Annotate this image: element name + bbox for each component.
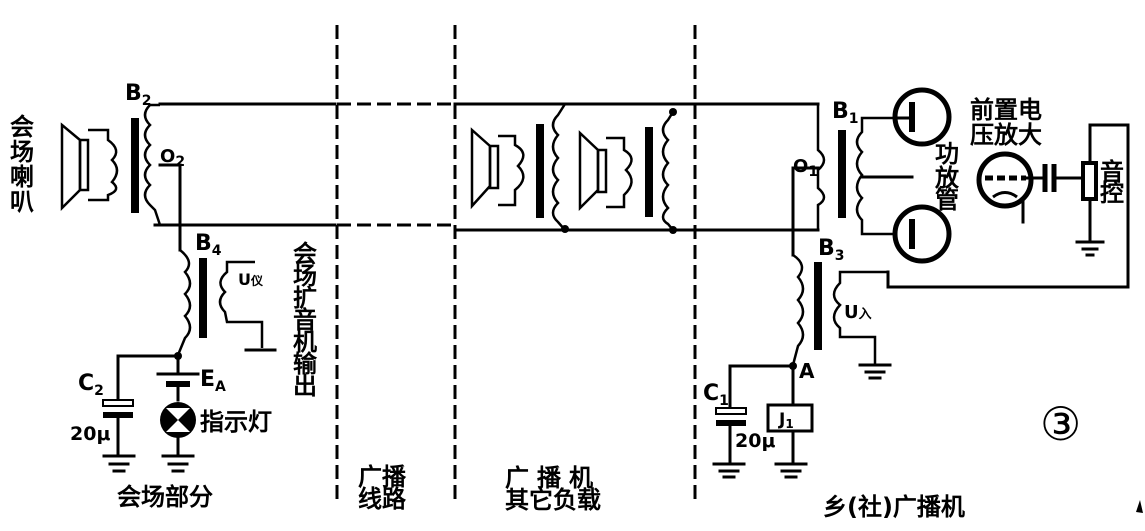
ground-icon [1075,240,1105,257]
b3-label: B3 [818,236,845,264]
svg-text:场: 场 [293,262,317,290]
u-out-label: U仪 [238,270,264,289]
node-a-label: A [799,359,815,383]
figure-number: ③ [1040,397,1081,451]
corner-mark [1136,500,1143,513]
svg-text:喇: 喇 [10,163,34,191]
preamp-label: 前置电 压放大 [970,96,1042,149]
ground-icon [712,462,746,479]
volume-control-label: 音 控 [1100,158,1124,207]
ea-label: EA [200,367,226,395]
section-line-label-2: 线路 [358,485,407,513]
b2-label: B2 [125,81,152,109]
section-station-label: 乡(社)广播机 [823,493,965,521]
ground-icon [774,462,808,479]
preamp-tube [976,151,1034,224]
indicator-lamp-icon [160,402,196,457]
c2-capacitor [102,399,134,457]
c2-label: C2 [78,371,104,399]
svg-text:音: 音 [293,306,317,334]
o2-label: O2 [160,146,185,170]
transmission-line-bottom [153,223,820,232]
c2-value: 20μ [70,423,110,445]
power-tube-1 [892,87,952,147]
volume-potentiometer [1081,123,1098,242]
svg-text:会: 会 [293,240,317,268]
b3-primary-coil [791,253,805,366]
power-tube-2 [892,204,952,264]
ground-icon [858,363,892,380]
b4-label: B4 [195,231,222,259]
b4-primary-coil [176,249,192,356]
svg-text:音: 音 [1100,158,1124,186]
u-in-label: U入 [844,302,872,323]
input-feed-wire [886,123,1130,289]
load-speaker-2 [578,111,675,231]
j1-relay: J1 [766,403,814,465]
b1-label: B1 [832,99,859,127]
svg-text:放: 放 [934,164,960,192]
venue-speaker-icon [60,122,119,212]
junction-dot [669,226,677,234]
coupling-capacitor [1024,164,1085,192]
svg-text:会: 会 [10,113,34,141]
svg-text:前置电: 前置电 [970,96,1042,124]
indicator-lamp-label: 指示灯 [200,408,272,436]
section-loads-label-2: 其它负载 [505,486,601,514]
c1-value: 20μ [735,430,775,452]
section-dividers [335,25,697,505]
svg-text:输: 输 [293,350,318,378]
o1-tap-wire [791,166,820,257]
svg-text:管: 管 [935,186,959,214]
o2-tap-wire [158,163,182,252]
b2-coil [143,103,162,226]
ea-battery [156,354,200,402]
ground-icon [102,454,136,473]
b4-secondary-coil [218,260,264,348]
c2-wire [116,354,180,402]
section-venue-label: 会场部分 [117,483,213,511]
load-speaker-1 [470,103,567,231]
venue-speaker-label: 会 场 喇 叭 [10,113,34,216]
c1-capacitor [715,407,747,465]
svg-text:出: 出 [293,372,317,400]
b1-primary-coil [816,104,826,230]
svg-text:扩: 扩 [293,284,317,312]
b1-secondary-coil [855,116,895,236]
c1-label: C1 [703,381,729,409]
power-tubes-label: 功 放 管 [934,140,960,214]
venue-amp-output-label: 会 场 扩 音 机 输 出 [293,240,318,400]
svg-text:压放大: 压放大 [970,121,1042,149]
svg-text:机: 机 [293,328,317,356]
junction-dot [561,225,569,233]
b3-secondary-coil [832,270,888,365]
svg-text:功: 功 [935,140,959,168]
ground-icon [161,454,195,473]
svg-text:控: 控 [1100,179,1124,207]
junction-dot [669,108,677,116]
svg-text:叭: 叭 [10,188,34,216]
section-line-label-1: 广播 [358,463,407,491]
c1-wire [728,364,795,410]
section-loads-label-1: 广播机 [505,464,601,492]
svg-text:场: 场 [10,138,34,166]
svg-text:J1: J1 [778,410,794,431]
